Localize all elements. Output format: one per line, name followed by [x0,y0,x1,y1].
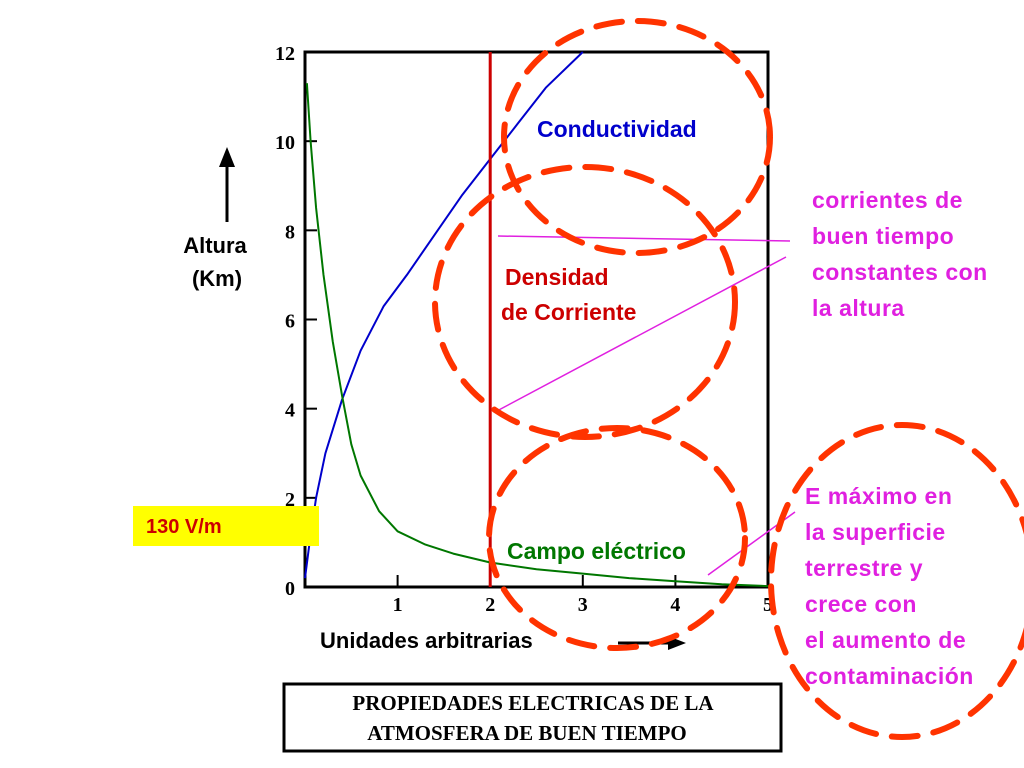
campo-note-line-3: terrestre y [805,555,923,581]
x-tick-label-1: 1 [393,594,403,616]
series-label-campo: Campo eléctrico [507,538,686,564]
highlight-ellipses [432,18,1024,740]
x-tick-label-4: 4 [670,594,680,616]
annotation-corrientes: corrientes de buen tiempo constantes con la… [812,187,988,321]
annotation-campo-maximo: E máximo en la superficie terrestre y crece… [805,483,974,689]
campo-note-line-2: la superficie [805,519,946,545]
chart-title-line1: PROPIEDADES ELECTRICAS DE LA [352,691,714,715]
y-tick-label-8: 8 [285,221,295,243]
highlight-ellipse-note [768,422,1024,740]
x-tick-label-5: 5 [763,594,773,616]
surface-field-badge: 130 V/m [146,516,222,538]
highlight-ellipse-campo [486,425,748,651]
y-tick-label-10: 10 [275,132,295,154]
series-label-densidad-line2: de Corriente [501,299,636,325]
chart-title-line2: ATMOSFERA DE BUEN TIEMPO [367,721,687,745]
surface-field-badge-bg [133,506,319,546]
y-tick-label-12: 12 [275,43,295,65]
chart-series [304,51,769,588]
y-tick-label-0: 0 [285,578,295,600]
series-label-conductividad: Conductividad [537,116,697,142]
series-line-conductividad [304,51,584,579]
y-tick-label-2: 2 [285,489,295,511]
campo-note-line-6: contaminación [805,663,974,689]
series-line-campo-electrico [305,83,769,588]
highlight-ellipse-densidad [432,164,738,440]
y-tick-label-4: 4 [285,400,295,422]
x-tick-label-2: 2 [485,594,495,616]
campo-note-line-4: crece con [805,591,917,617]
corrientes-note-line-2: buen tiempo [812,223,954,249]
y-axis-label-line2: (Km) [192,266,242,291]
corrientes-note-line-4: la altura [812,295,905,321]
corrientes-note-line-1: corrientes de [812,187,963,213]
corrientes-note-line-3: constantes con [812,259,988,285]
x-axis-label: Unidades arbitrarias [320,628,533,653]
campo-note-line-5: el aumento de [805,627,966,653]
y-axis-label-line1: Altura [183,233,247,258]
series-label-densidad-line1: Densidad [505,264,609,290]
title-box [282,682,783,753]
campo-note-line-1: E máximo en [805,483,952,509]
y-tick-label-6: 6 [285,311,295,333]
y-axis-arrow [219,147,235,222]
x-tick-label-3: 3 [578,594,588,616]
highlight-ellipse-conductividad [501,18,773,256]
